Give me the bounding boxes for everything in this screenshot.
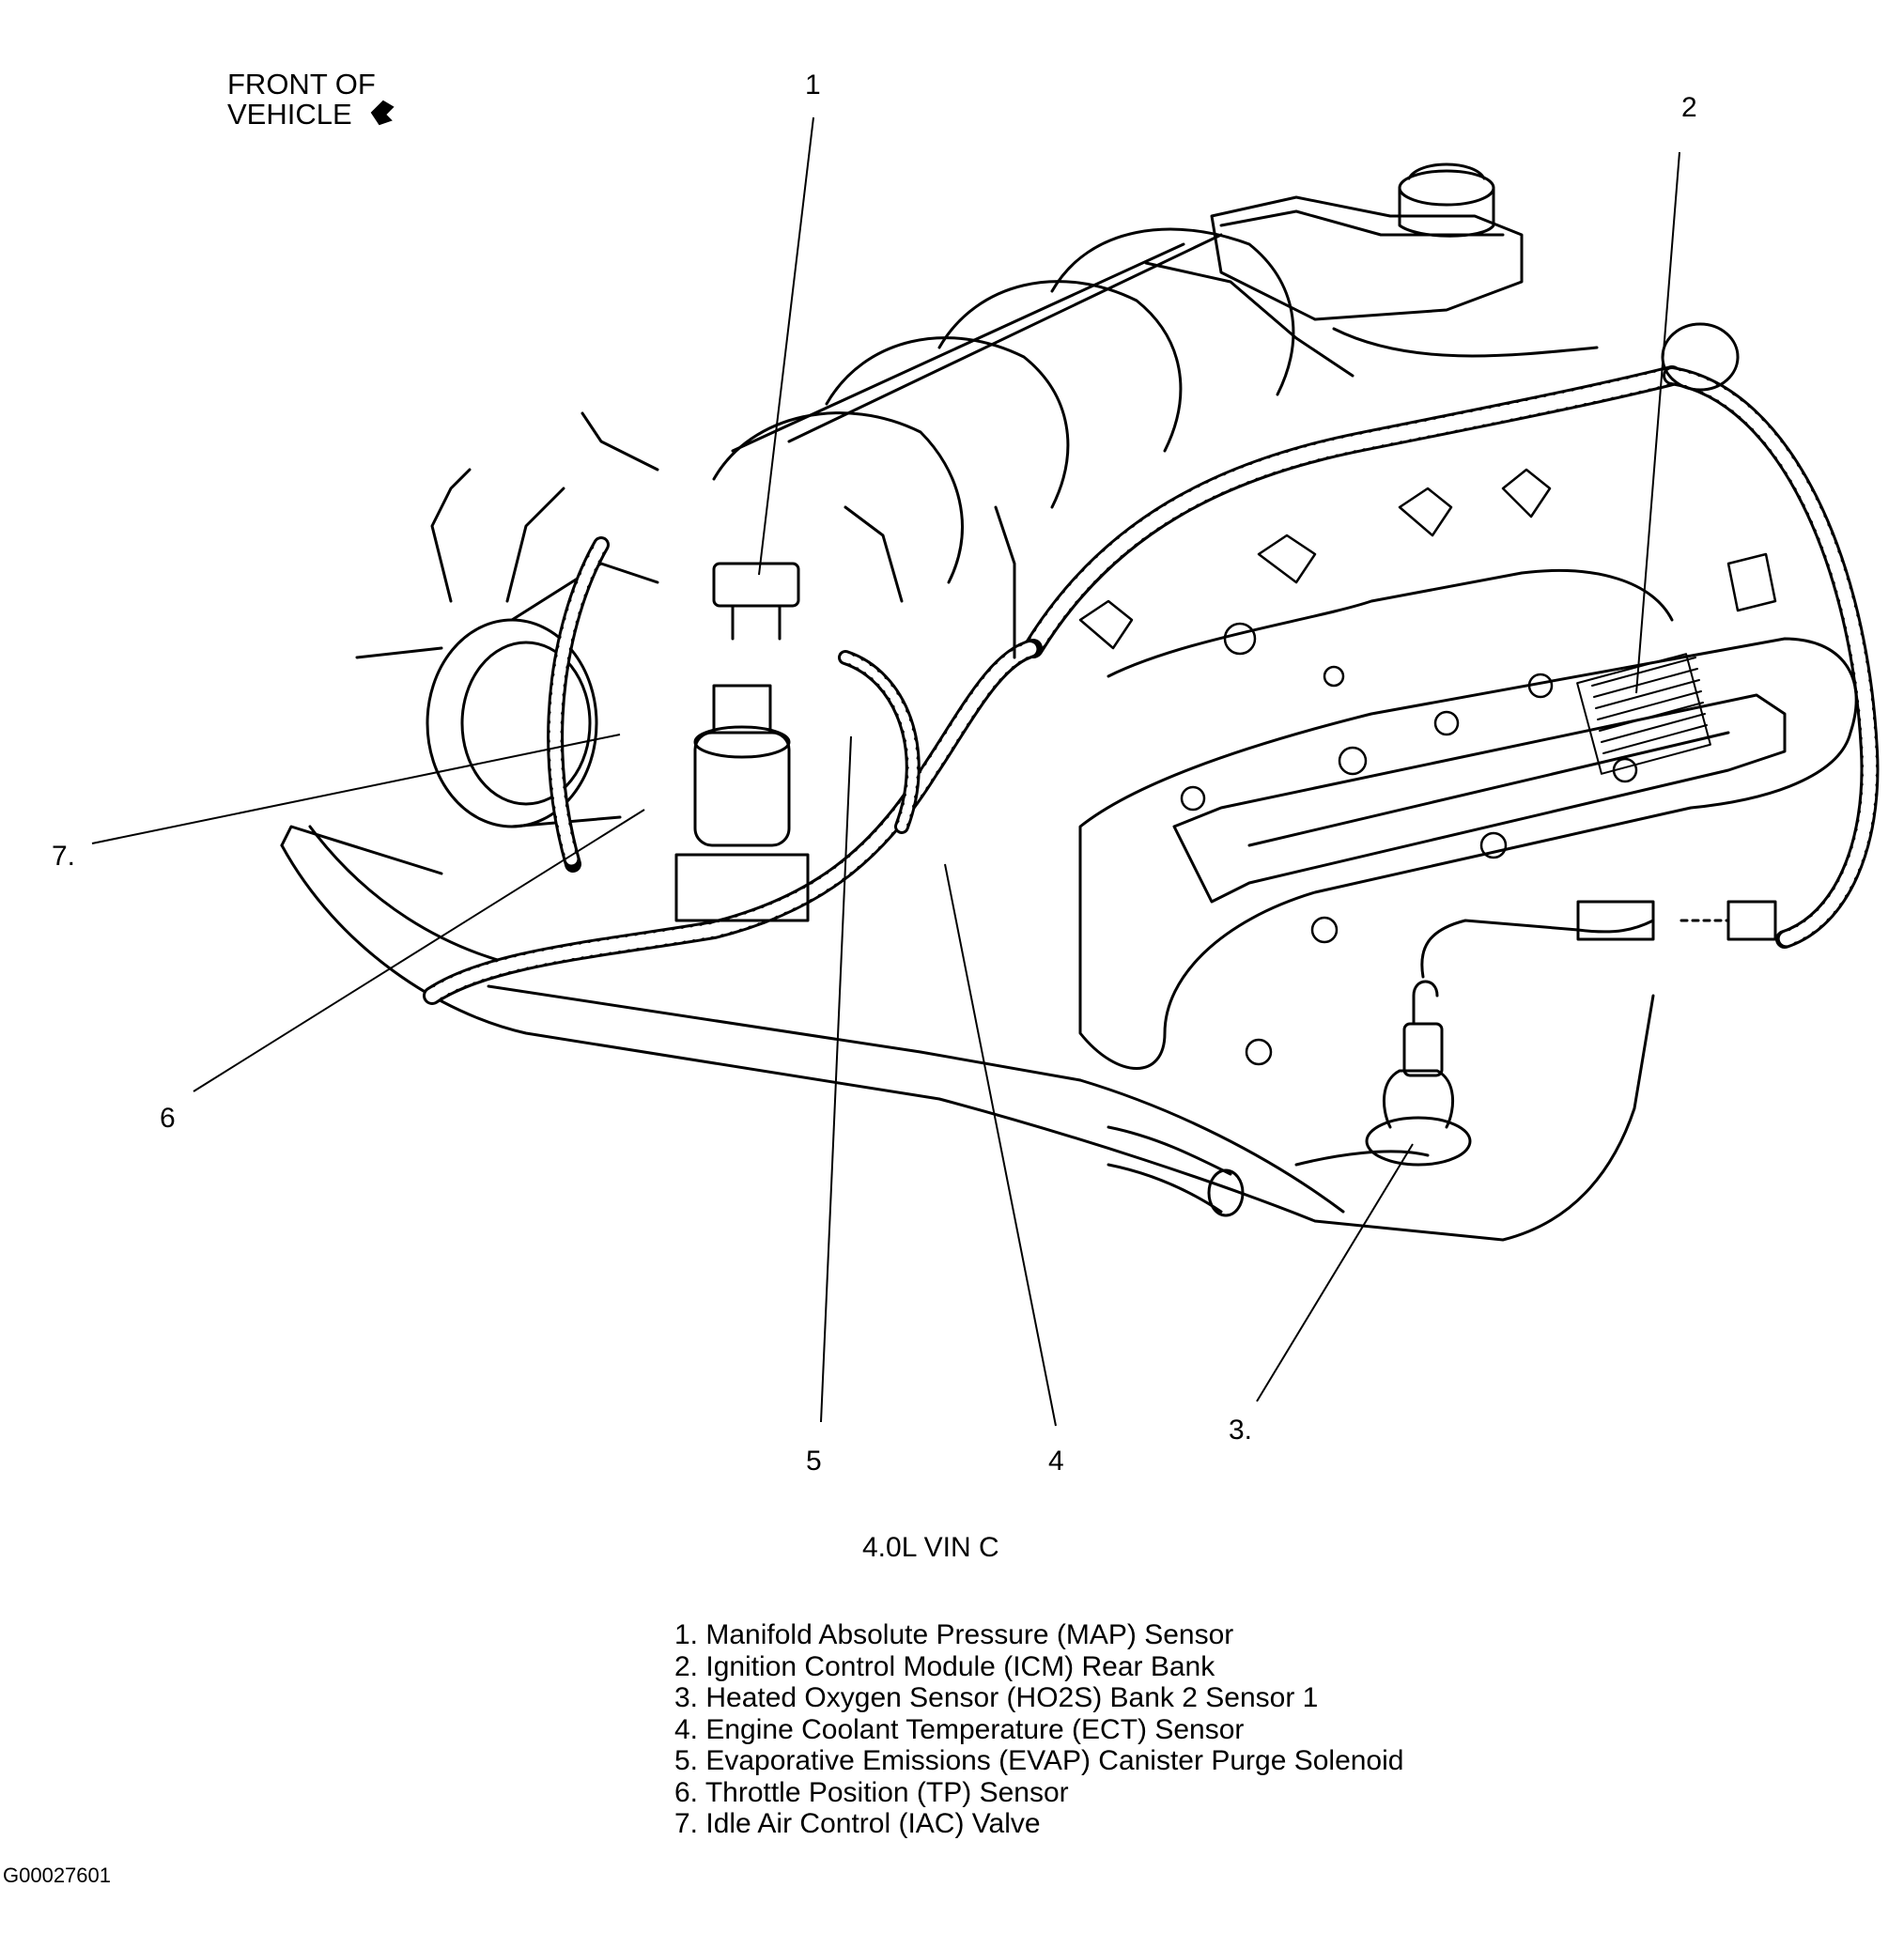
- leader-line-6: [193, 809, 645, 1092]
- leader-line-3: [1256, 1143, 1414, 1402]
- callout-2: 2: [1681, 92, 1697, 123]
- legend-item: 4. Engine Coolant Temperature (ECT) Sens…: [674, 1713, 1245, 1745]
- engine-title: 4.0L VIN C: [862, 1532, 999, 1563]
- callout-4: 4: [1048, 1446, 1064, 1477]
- callout-1: 1: [805, 70, 821, 101]
- leader-line-4: [944, 863, 1057, 1427]
- injector-connectors: [1078, 468, 1777, 650]
- callout-3: 3.: [1229, 1415, 1253, 1446]
- figure-id: G00027601: [3, 1864, 111, 1887]
- callout-7: 7.: [52, 841, 76, 872]
- callout-5: 5: [806, 1446, 822, 1477]
- legend-item: 1. Manifold Absolute Pressure (MAP) Sens…: [674, 1619, 1234, 1650]
- front-of-vehicle-line2: VEHICLE: [227, 98, 352, 131]
- legend-item: 3. Heated Oxygen Sensor (HO2S) Bank 2 Se…: [674, 1682, 1319, 1713]
- legend-item: 5. Evaporative Emissions (EVAP) Canister…: [674, 1745, 1404, 1776]
- leader-lines: [91, 116, 1680, 1427]
- oxygen-sensor: [1382, 1069, 1455, 1129]
- legend-item: 2. Ignition Control Module (ICM) Rear Ba…: [674, 1650, 1215, 1682]
- front-of-vehicle-label: FRONT OF VEHICLE: [227, 70, 376, 130]
- valve-cover: [1078, 637, 1858, 1070]
- leader-line-2: [1635, 151, 1680, 694]
- leader-line-1: [758, 116, 814, 576]
- engine-base-outline: [280, 843, 1655, 1242]
- evap-solenoid-body: [693, 731, 791, 847]
- leader-line-7: [91, 734, 621, 844]
- leader-line-5: [820, 735, 852, 1423]
- ho2s-connector: [1576, 900, 1655, 941]
- coolant-reservoir: [1210, 195, 1524, 321]
- front-of-vehicle-line1: FRONT OF: [227, 68, 376, 101]
- legend-list: 1. Manifold Absolute Pressure (MAP) Sens…: [674, 1619, 1403, 1840]
- intake-runners: [712, 411, 964, 584]
- wiring-harness-left: [423, 639, 1043, 1005]
- callout-6: 6: [160, 1103, 176, 1134]
- front-arrow-icon: [370, 100, 395, 126]
- legend-item: 7. Idle Air Control (IAC) Valve: [674, 1808, 1041, 1839]
- map-sensor-body: [712, 562, 800, 608]
- legend-item: 6. Throttle Position (TP) Sensor: [674, 1776, 1069, 1808]
- icm-module: [1576, 653, 1711, 775]
